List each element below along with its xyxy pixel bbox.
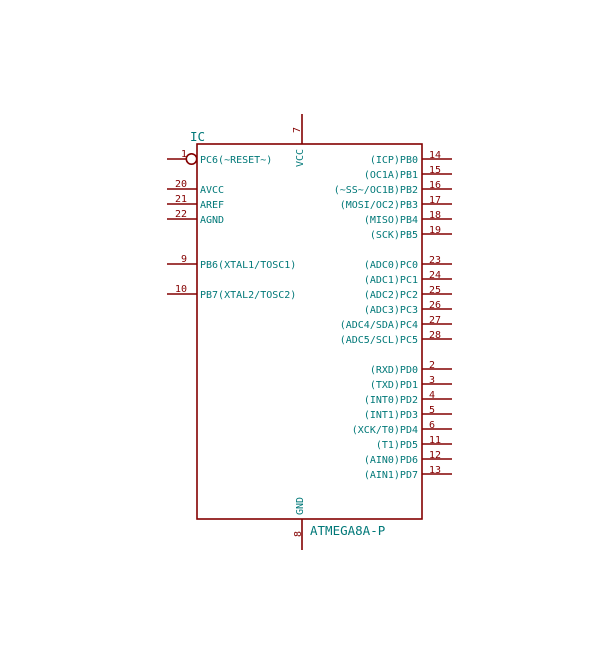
- value-label: ATMEGA8A-P: [310, 523, 385, 538]
- pin-name: (ADC5/SCL)PC5: [340, 335, 418, 346]
- pin-number: 21: [175, 194, 187, 205]
- pin-name: (ADC2)PC2: [364, 290, 418, 301]
- reference-label: IC: [190, 129, 205, 144]
- pin-name: (TXD)PD1: [370, 380, 418, 391]
- pin-name: AREF: [200, 200, 224, 211]
- pin-name: (ADC0)PC0: [364, 260, 418, 271]
- pin-name: (T1)PD5: [376, 440, 418, 451]
- pin-name: (ADC4/SDA)PC4: [340, 320, 418, 331]
- pin-number: 15: [429, 165, 441, 176]
- pin-number: 24: [429, 270, 441, 281]
- pin-name: (AIN0)PD6: [364, 455, 418, 466]
- pin-number: 17: [429, 195, 441, 206]
- pin-13[interactable]: 13 (AIN1)PD7: [364, 465, 452, 481]
- pin-number: 18: [429, 210, 441, 221]
- pin-number: 11: [429, 435, 441, 446]
- pin-4[interactable]: 4 (INT0)PD2: [364, 390, 452, 406]
- pin-15[interactable]: 15 (OC1A)PB1: [364, 165, 452, 181]
- pin-number: 5: [429, 405, 435, 416]
- pin-number: 2: [429, 360, 435, 371]
- pin-name: (OC1A)PB1: [364, 170, 418, 181]
- pin-name: (MOSI/OC2)PB3: [340, 200, 418, 211]
- pin-16[interactable]: 16 (~SS~/OC1B)PB2: [334, 180, 452, 196]
- pin-24[interactable]: 24 (ADC1)PC1: [364, 270, 452, 286]
- pin-12[interactable]: 12 (AIN0)PD6: [364, 450, 452, 466]
- pin-11[interactable]: 11 (T1)PD5: [376, 435, 452, 451]
- pin-number: 25: [429, 285, 441, 296]
- ic-body[interactable]: [196, 143, 423, 520]
- pin-number: 6: [429, 420, 435, 431]
- pin-name: (~SS~/OC1B)PB2: [334, 185, 418, 196]
- pin-26[interactable]: 26 (ADC3)PC3: [364, 300, 452, 316]
- pin-name: (ADC1)PC1: [364, 275, 418, 286]
- pin-number: 27: [429, 315, 441, 326]
- pin-19[interactable]: 19 (SCK)PB5: [370, 225, 452, 241]
- pin-number: 9: [181, 254, 187, 265]
- pin-name: PC6(~RESET~): [200, 155, 272, 166]
- pin-number: 28: [429, 330, 441, 341]
- pin-18[interactable]: 18 (MISO)PB4: [364, 210, 452, 226]
- pin-23[interactable]: 23 (ADC0)PC0: [364, 255, 452, 271]
- pin-number: 10: [175, 284, 187, 295]
- pin-25[interactable]: 25 (ADC2)PC2: [364, 285, 452, 301]
- pin-27[interactable]: 27 (ADC4/SDA)PC4: [340, 315, 452, 331]
- pin-17[interactable]: 17 (MOSI/OC2)PB3: [340, 195, 452, 211]
- pin-name: (RXD)PD0: [370, 365, 418, 376]
- pin-5[interactable]: 5 (INT1)PD3: [364, 405, 452, 421]
- pin-number: 13: [429, 465, 441, 476]
- pin-name: (ICP)PB0: [370, 155, 418, 166]
- pin-number: 7: [292, 127, 303, 133]
- pin-name: AVCC: [200, 185, 224, 196]
- pin-number: 23: [429, 255, 441, 266]
- pin-number: 14: [429, 150, 441, 161]
- pin-6[interactable]: 6 (XCK/T0)PD4: [352, 420, 452, 436]
- pin-number: 1: [181, 149, 187, 160]
- pin-name: AGND: [200, 215, 224, 226]
- pin-14[interactable]: 14 (ICP)PB0: [370, 150, 452, 166]
- inversion-bubble: [185, 153, 198, 166]
- pin-number: 12: [429, 450, 441, 461]
- pin-name: VCC: [295, 149, 306, 167]
- pin-name: (AIN1)PD7: [364, 470, 418, 481]
- pin-number: 20: [175, 179, 187, 190]
- pin-name: (MISO)PB4: [364, 215, 418, 226]
- right-pin-group: 14 (ICP)PB0 15 (OC1A)PB1 16 (~SS~/OC1B)PB2 17 (…: [334, 150, 452, 481]
- pin-name: (ADC3)PC3: [364, 305, 418, 316]
- pin-name: PB7(XTAL2/TOSC2): [200, 290, 296, 301]
- pin-name: PB6(XTAL1/TOSC1): [200, 260, 296, 271]
- pin-number: 26: [429, 300, 441, 311]
- pin-vcc[interactable]: 7 VCC: [292, 114, 306, 167]
- left-pin-group: 1PC6(~RESET~)20AVCC21AREF22AGND9PB6(XTAL…: [167, 149, 296, 301]
- pin-number: 4: [429, 390, 435, 401]
- pin-name: (INT1)PD3: [364, 410, 418, 421]
- pin-number: 16: [429, 180, 441, 191]
- pin-name: (INT0)PD2: [364, 395, 418, 406]
- pin-name: (SCK)PB5: [370, 230, 418, 241]
- pin-3[interactable]: 3 (TXD)PD1: [370, 375, 452, 391]
- pin-number: 19: [429, 225, 441, 236]
- pin-number: 22: [175, 209, 187, 220]
- pin-gnd[interactable]: 8 GND: [293, 497, 306, 550]
- pin-number: 8: [293, 531, 304, 537]
- pin-28[interactable]: 28 (ADC5/SCL)PC5: [340, 330, 452, 346]
- pin-number: 3: [429, 375, 435, 386]
- pin-name: GND: [295, 497, 306, 515]
- pin-2[interactable]: 2 (RXD)PD0: [370, 360, 452, 376]
- pin-name: (XCK/T0)PD4: [352, 425, 418, 436]
